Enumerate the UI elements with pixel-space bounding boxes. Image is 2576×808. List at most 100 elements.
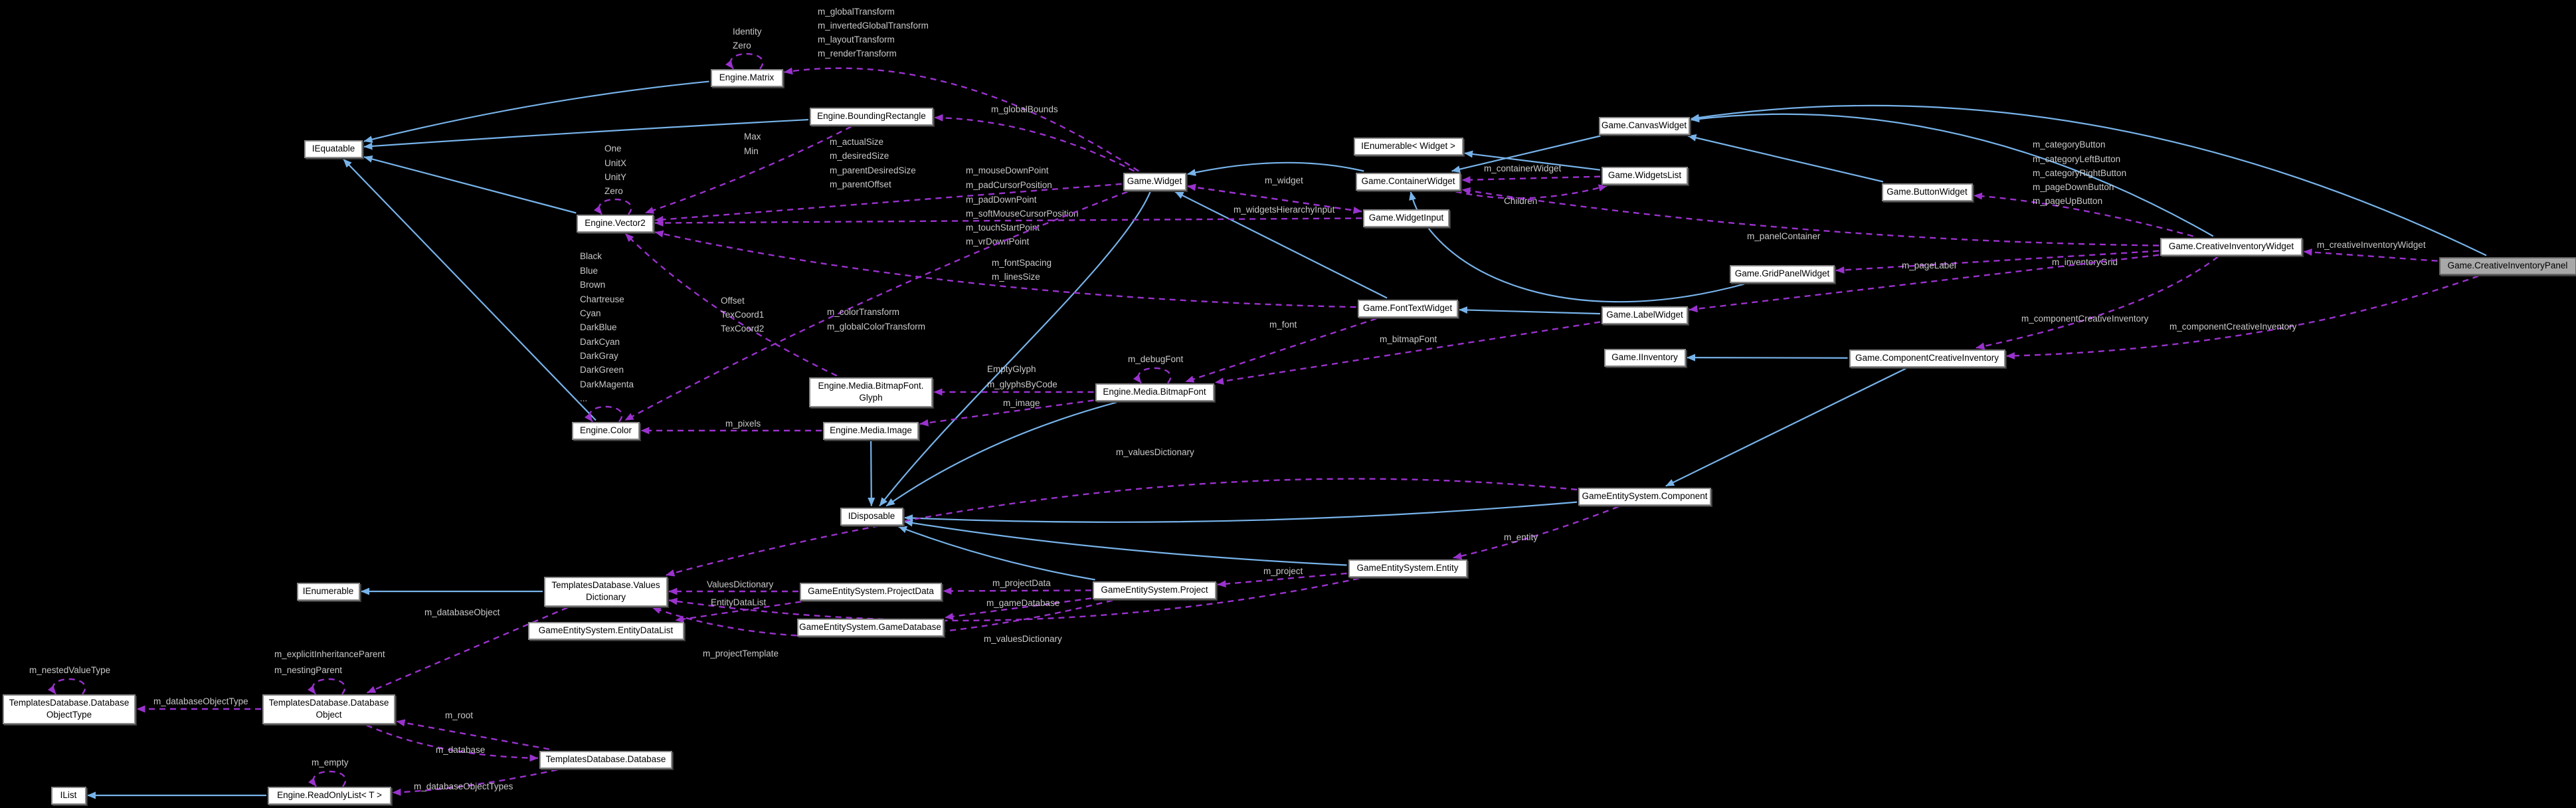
class-node-tdatabase[interactable]: TemplatesDatabase.Database bbox=[539, 750, 672, 769]
class-node-labelwidget[interactable]: Game.LabelWidget bbox=[1602, 306, 1688, 324]
class-node-canvaswidget[interactable]: Game.CanvasWidget bbox=[1598, 116, 1690, 135]
class-node-esprojectdata[interactable]: GameEntitySystem.ProjectData bbox=[800, 582, 942, 601]
class-node-glyph[interactable]: Engine.Media.BitmapFont.Glyph bbox=[809, 377, 933, 407]
class-node-label: Game.FontTextWidget bbox=[1362, 303, 1453, 313]
edge-label: m_globalBounds bbox=[991, 104, 1058, 114]
class-node-color[interactable]: Engine.Color bbox=[572, 421, 640, 440]
class-node-label: GameEntitySystem.Component bbox=[1582, 491, 1708, 501]
inheritance-edge-widget-idisposable bbox=[879, 191, 1151, 507]
edge-label: m_fontSpacing bbox=[992, 258, 1052, 268]
inheritance-edge-vector2-iequatable bbox=[363, 155, 577, 214]
class-node-label: Game.ButtonWidget bbox=[1886, 187, 1968, 197]
edge-label: UnitY bbox=[604, 172, 626, 182]
class-node-label: Engine.Media.BitmapFont. bbox=[818, 381, 924, 391]
class-node-ienumwidget[interactable]: IEnumerable< Widget > bbox=[1353, 137, 1463, 155]
class-node-iinventory[interactable]: Game.IInventory bbox=[1604, 348, 1686, 367]
usage-edge-esproject-esgamedb bbox=[945, 597, 1092, 621]
usage-edge-fonttext-bitmapfont bbox=[1185, 318, 1377, 383]
edge-label: Chartreuse bbox=[580, 294, 624, 304]
edge-label: m_colorTransform bbox=[827, 307, 899, 317]
inheritance-edge-image-idisposable bbox=[868, 441, 875, 506]
inheritance-edge-matrix-iequatable bbox=[363, 80, 709, 143]
class-node-ilist[interactable]: IList bbox=[50, 786, 86, 805]
class-node-ienumerable[interactable]: IEnumerable bbox=[296, 582, 360, 601]
edge-label: m_padCursorPosition bbox=[966, 180, 1052, 190]
class-node-widget[interactable]: Game.Widget bbox=[1123, 172, 1186, 191]
class-node-label: Game.GridPanelWidget bbox=[1734, 268, 1830, 278]
class-node-bitmapfont[interactable]: Engine.Media.BitmapFont bbox=[1095, 383, 1214, 401]
usage-edge-widget-vector2 bbox=[654, 183, 1122, 223]
edge-label: Children bbox=[1504, 196, 1537, 206]
class-node-idisposable[interactable]: IDisposable bbox=[840, 507, 903, 526]
edge-label: Offset bbox=[721, 296, 745, 306]
edge-label: m_explicitInheritanceParent bbox=[274, 649, 385, 659]
class-node-esentity[interactable]: GameEntitySystem.Entity bbox=[1348, 559, 1467, 577]
class-node-containerwidget[interactable]: Game.ContainerWidget bbox=[1356, 172, 1461, 191]
class-node-label: Engine.Media.BitmapFont bbox=[1103, 387, 1206, 397]
edge-label: m_project bbox=[1263, 566, 1303, 576]
class-node-esproject[interactable]: GameEntitySystem.Project bbox=[1093, 581, 1216, 599]
usage-edge-creativepanel-componentcreative bbox=[2006, 275, 2479, 359]
edge-label: TexCoord1 bbox=[721, 310, 764, 320]
class-node-widgetslist[interactable]: Game.WidgetsList bbox=[1602, 166, 1688, 185]
usage-edge-bitmapfont-self bbox=[1133, 367, 1172, 384]
inheritance-edge-esproject-idisposable bbox=[898, 526, 1095, 581]
inheritance-edge-gridpanel-containerwidget bbox=[1409, 191, 1745, 303]
class-node-matrix[interactable]: Engine.Matrix bbox=[710, 68, 783, 87]
class-node-readonlylist[interactable]: Engine.ReadOnlyList< T > bbox=[268, 786, 391, 805]
edge-label: m_inventoryGrid bbox=[2052, 257, 2118, 267]
class-node-vector2[interactable]: Engine.Vector2 bbox=[577, 214, 654, 233]
class-node-gridpanel[interactable]: Game.GridPanelWidget bbox=[1730, 264, 1835, 283]
class-node-label: IDisposable bbox=[848, 511, 895, 521]
inheritance-edge-canvaswidget-containerwidget bbox=[1451, 135, 1601, 173]
edge-label: m_nestingParent bbox=[274, 665, 342, 675]
usage-edge-valuesdict-dbobject bbox=[367, 607, 568, 694]
class-node-componentcreative[interactable]: Game.ComponentCreativeInventory bbox=[1849, 349, 2005, 367]
inheritance-edge-labelwidget-fonttext bbox=[1459, 306, 1601, 315]
usage-edge-creativepanel-creativewidget bbox=[2303, 248, 2438, 262]
class-node-escomponent[interactable]: GameEntitySystem.Component bbox=[1578, 487, 1711, 506]
usage-edge-creativewidget-containerwidget bbox=[1461, 187, 2160, 247]
class-node-iequatable[interactable]: IEquatable bbox=[304, 140, 363, 158]
usage-edge-widgetinput-vector2 bbox=[654, 217, 1362, 227]
edge-label: DarkGreen bbox=[580, 365, 624, 375]
usage-edge-widget-widgetinput bbox=[1187, 185, 1362, 214]
class-node-label: GameEntitySystem.EntityDataList bbox=[538, 625, 674, 635]
usage-edge-labelwidget-bitmapfont bbox=[1215, 321, 1601, 385]
class-node-label: IEquatable bbox=[312, 144, 355, 153]
inheritance-edge-componentcreative-escomponent bbox=[1665, 367, 1906, 487]
usage-edge-matrix-self bbox=[725, 52, 764, 70]
edge-label: Max bbox=[744, 132, 761, 142]
edge-label: m_invertedGlobalTransform bbox=[818, 21, 929, 31]
inheritance-edge-widgetslist-ienumwidget bbox=[1464, 150, 1601, 171]
class-node-esgamedb[interactable]: GameEntitySystem.GameDatabase bbox=[796, 618, 944, 637]
usage-edge-escomponent-esentity bbox=[1453, 506, 1619, 560]
class-node-widgetinput[interactable]: Game.WidgetInput bbox=[1363, 209, 1449, 227]
usage-edge-creativewidget-labelwidget bbox=[1689, 254, 2160, 313]
class-node-label: IList bbox=[60, 790, 77, 800]
class-node-label: Game.ContainerWidget bbox=[1361, 176, 1455, 186]
edge-label: One bbox=[604, 144, 622, 153]
edge-label: Identity bbox=[733, 27, 762, 37]
usage-edge-widget-color bbox=[624, 191, 1128, 421]
edge-label: m_pageUpButton bbox=[2033, 196, 2102, 206]
edge-label: EmptyGlyph bbox=[987, 364, 1036, 374]
edge-label: m_softMouseCursorPosition bbox=[966, 209, 1079, 219]
class-node-boundingrect[interactable]: Engine.BoundingRectangle bbox=[810, 107, 933, 126]
usage-edge-dbobject-tdatabase bbox=[366, 724, 539, 762]
class-node-creativewidget[interactable]: Game.CreativeInventoryWidget bbox=[2160, 237, 2302, 256]
edge-label: Min bbox=[744, 146, 759, 156]
class-node-creativepanel[interactable]: Game.CreativeInventoryPanel bbox=[2438, 256, 2576, 275]
class-node-image[interactable]: Engine.Media.Image bbox=[823, 421, 919, 440]
class-node-label: Object bbox=[316, 710, 342, 720]
edge-label: m_layoutTransform bbox=[818, 35, 895, 45]
edge-label: TexCoord2 bbox=[721, 324, 764, 334]
class-node-esentitydatalist[interactable]: GameEntitySystem.EntityDataList bbox=[527, 621, 684, 640]
class-node-fonttext[interactable]: Game.FontTextWidget bbox=[1357, 299, 1458, 318]
class-node-buttonwidget[interactable]: Game.ButtonWidget bbox=[1881, 183, 1973, 201]
